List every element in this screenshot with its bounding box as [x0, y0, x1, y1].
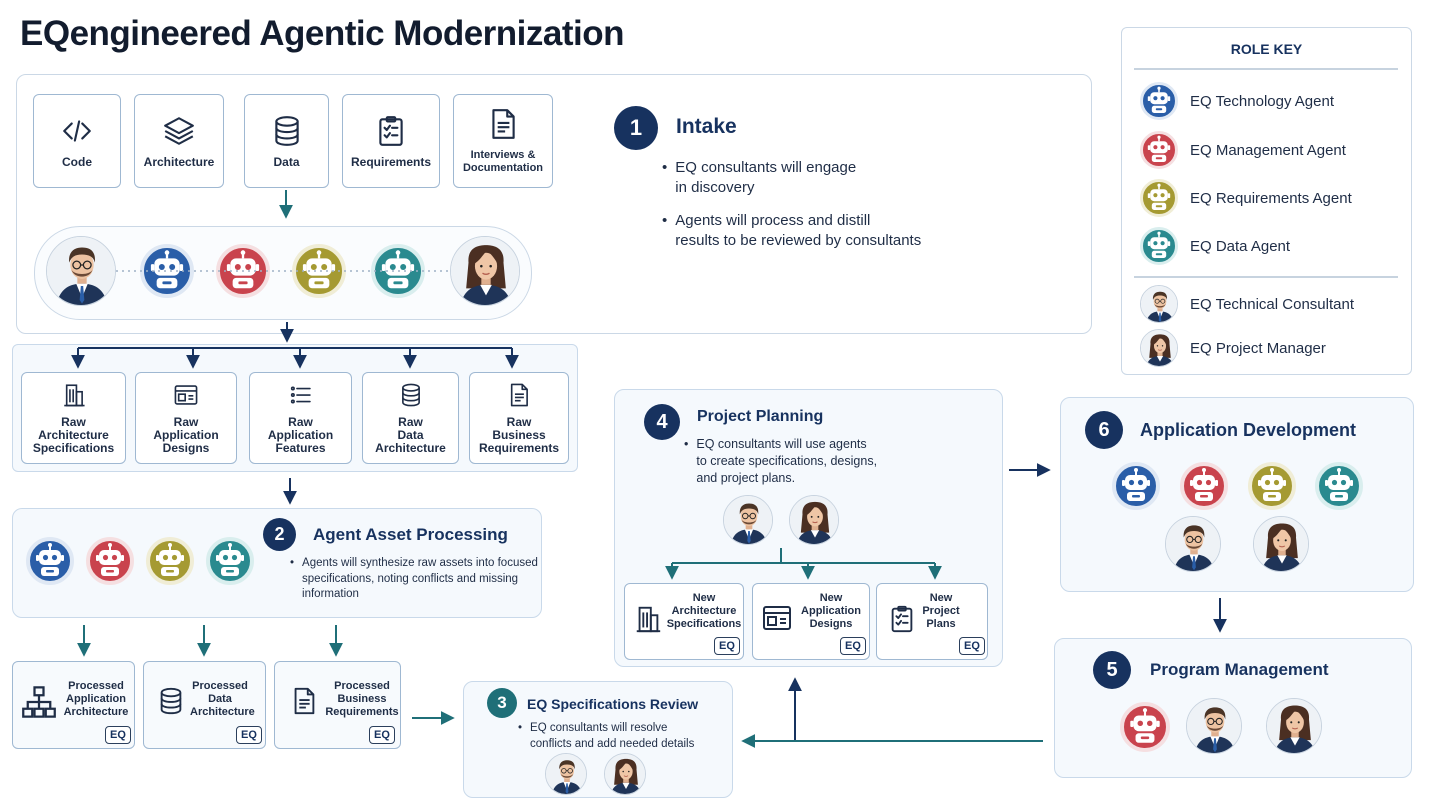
robot-icon — [1140, 179, 1178, 217]
project-planning-bullet: EQ consultants will use agents to create… — [684, 436, 877, 487]
processed-data-architecture: Processed Data Architecture EQ — [143, 661, 266, 749]
technology-agent-avatar — [1112, 462, 1160, 510]
technical-consultant-avatar — [1186, 698, 1242, 754]
management-agent-avatar — [86, 537, 134, 585]
role-technology-agent: EQ Technology Agent — [1140, 82, 1334, 120]
project-planning-heading: Project Planning — [697, 408, 824, 425]
technical-consultant-avatar — [1165, 516, 1221, 572]
data-agent-avatar — [1315, 462, 1363, 510]
raw-application-features: Raw Application Features — [249, 372, 352, 464]
technical-consultant-avatar — [723, 495, 773, 545]
raw-data-architecture: Raw Data Architecture — [362, 372, 459, 464]
role-project-manager: EQ Project Manager — [1140, 329, 1326, 367]
project-manager-avatar — [789, 495, 839, 545]
role-requirements-agent: EQ Requirements Agent — [1140, 179, 1352, 217]
raw-business-requirements: Raw Business Requirements — [469, 372, 569, 464]
data-agent-avatar — [206, 537, 254, 585]
management-agent-avatar — [1180, 462, 1228, 510]
step-5-badge: 5 — [1093, 651, 1131, 689]
role-key-divider — [1134, 68, 1398, 70]
processed-application-architecture: Processed Application Architecture EQ — [12, 661, 135, 749]
technology-agent-avatar — [26, 537, 74, 585]
intake-source-data: Data — [244, 94, 329, 188]
eq-badge: EQ — [840, 637, 866, 655]
raw-application-designs: Raw Application Designs — [135, 372, 237, 464]
eq-badge: EQ — [714, 637, 740, 655]
robot-icon — [1140, 82, 1178, 120]
requirements-agent-avatar — [1248, 462, 1296, 510]
agent-asset-processing-bullet: Agents will synthesize raw assets into f… — [290, 556, 538, 603]
project-manager-avatar — [450, 236, 520, 306]
role-data-agent: EQ Data Agent — [1140, 227, 1290, 265]
robot-icon — [1140, 227, 1178, 265]
intake-heading: Intake — [676, 115, 737, 138]
requirements-agent-avatar — [146, 537, 194, 585]
intake-source-code: Code — [33, 94, 121, 188]
intake-team-strip — [34, 226, 532, 320]
woman-avatar-icon — [1140, 329, 1178, 367]
application-development-heading: Application Development — [1140, 420, 1357, 440]
management-agent-avatar — [1120, 702, 1170, 752]
role-technical-consultant: EQ Technical Consultant — [1140, 285, 1354, 323]
program-management-heading: Program Management — [1150, 660, 1329, 679]
requirements-agent-avatar — [292, 244, 346, 298]
role-management-agent: EQ Management Agent — [1140, 131, 1346, 169]
technical-consultant-avatar — [46, 236, 116, 306]
robot-icon — [1140, 131, 1178, 169]
new-architecture-specifications: New Architecture Specifications EQ — [624, 583, 744, 660]
man-avatar-icon — [1140, 285, 1178, 323]
new-project-plans: New Project Plans EQ — [876, 583, 988, 660]
page-title: EQengineered Agentic Modernization — [20, 14, 625, 53]
specifications-review-heading: EQ Specifications Review — [527, 696, 699, 712]
role-key-title: ROLE KEY — [1230, 41, 1303, 57]
raw-architecture-specifications: Raw Architecture Specifications — [21, 372, 126, 464]
project-manager-avatar — [1253, 516, 1309, 572]
eq-badge: EQ — [959, 637, 985, 655]
role-key-divider — [1134, 276, 1398, 278]
step-2-badge: 2 — [263, 518, 296, 551]
technical-consultant-avatar — [545, 753, 587, 795]
new-application-designs: New Application Designs EQ — [752, 583, 870, 660]
eq-badge: EQ — [369, 726, 395, 744]
specifications-review-bullet: EQ consultants will resolve conflicts an… — [518, 721, 694, 752]
intake-source-architecture: Architecture — [134, 94, 224, 188]
step-1-badge: 1 — [614, 106, 658, 150]
intake-source-requirements: Requirements — [342, 94, 440, 188]
agent-asset-processing-heading: Agent Asset Processing — [313, 525, 508, 544]
project-manager-avatar — [1266, 698, 1322, 754]
eq-badge: EQ — [236, 726, 262, 744]
step-6-badge: 6 — [1085, 411, 1123, 449]
intake-source-interviews: Interviews & Documentation — [453, 94, 553, 188]
processed-business-requirements: Processed Business Requirements EQ — [274, 661, 401, 749]
project-manager-avatar — [604, 753, 646, 795]
step-4-badge: 4 — [644, 404, 680, 440]
intake-bullets: EQ consultants will engage in discovery … — [662, 158, 921, 251]
eq-badge: EQ — [105, 726, 131, 744]
step-3-badge: 3 — [487, 688, 517, 718]
